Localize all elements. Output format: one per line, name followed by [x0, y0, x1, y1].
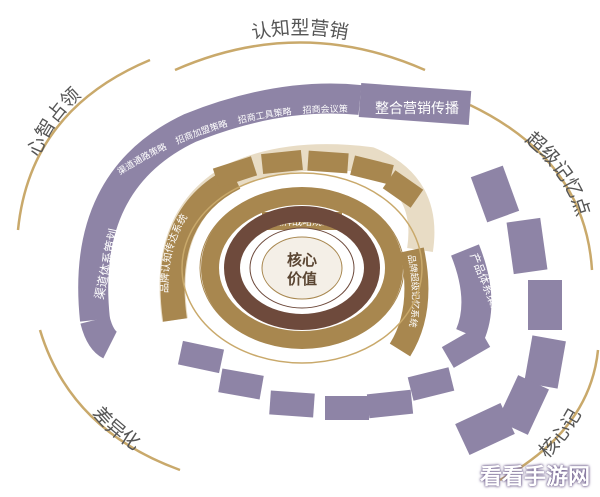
purple-band-lower-left [80, 316, 118, 359]
label-cognitive-marketing: 认知型营销 [250, 17, 350, 44]
core-line-2: 价值 [287, 270, 317, 288]
core-line-1: 核心 [287, 251, 317, 269]
gold-band-main [160, 167, 241, 322]
purple-band-product [450, 244, 492, 341]
inner-gold-ring [201, 187, 403, 349]
label-mind-occupation: 心智占领 [23, 83, 85, 159]
outer-arc-bottom-left [38, 329, 181, 472]
label-core-memory: 核心记 [535, 405, 586, 462]
outer-arc-bottom-right [499, 349, 600, 482]
watermark-logo: 看看手游网 [479, 465, 590, 490]
brown-ring [224, 206, 380, 330]
outer-arc-right [469, 103, 594, 271]
purple-band-top-right [358, 83, 472, 125]
core-circle [261, 236, 343, 300]
purple-box-row [177, 326, 491, 420]
purple-box-column [455, 165, 566, 455]
purple-band-upper [78, 83, 362, 322]
gold-band-right [389, 247, 429, 357]
label-differentiation: 差异化 [88, 402, 144, 454]
gold-box-row [212, 149, 424, 208]
purple-main-integrated: 整合营销传播 [375, 101, 459, 117]
outer-arc-left [16, 58, 151, 231]
ring-gold-outer [181, 172, 423, 364]
outer-arc-top [174, 41, 426, 72]
label-super-memory: 超级记忆点 [521, 128, 594, 219]
